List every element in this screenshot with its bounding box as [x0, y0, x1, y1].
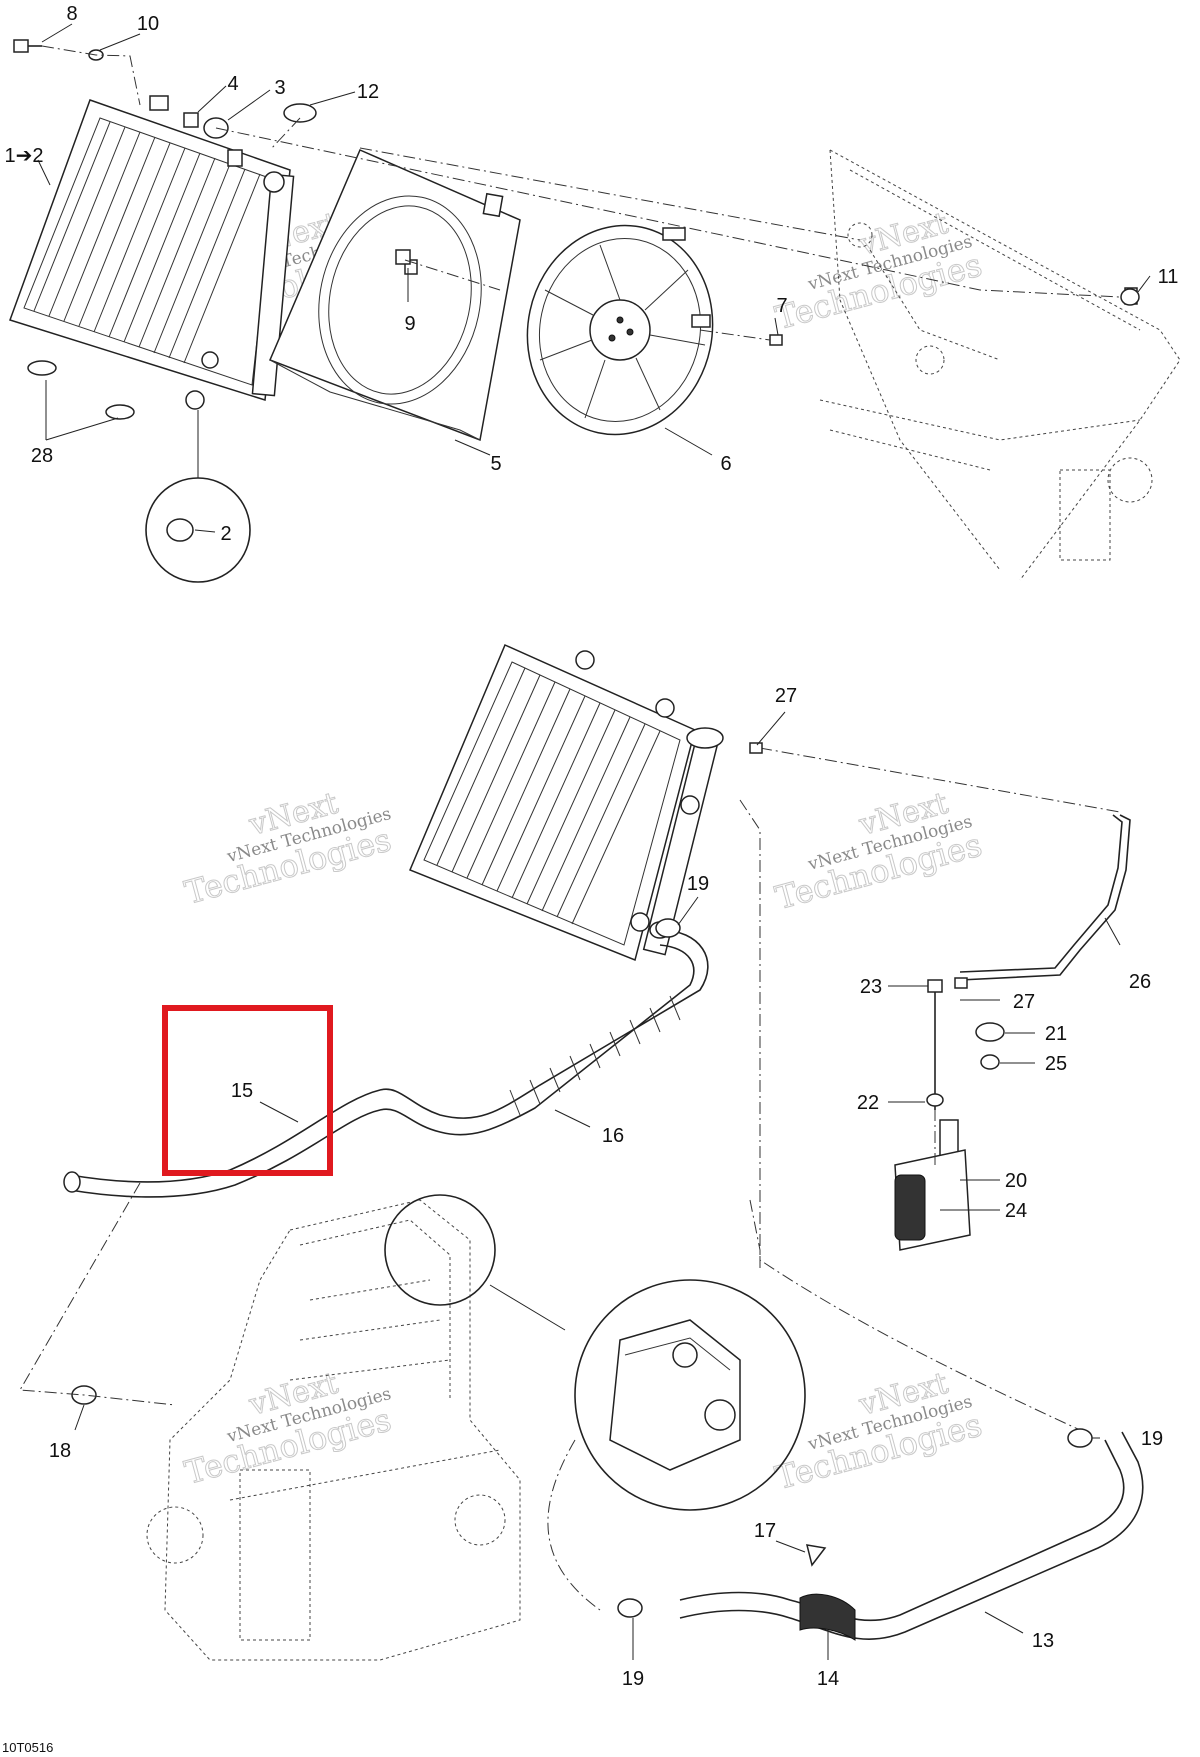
fan-shroud	[269, 149, 521, 442]
callout-leaders	[37, 23, 1151, 1660]
callout-20: 20	[1005, 1170, 1027, 1192]
callout-15: 15	[231, 1080, 253, 1102]
callout-10: 10	[137, 13, 159, 35]
callout-28: 28	[31, 445, 53, 467]
overflow-hose	[749, 742, 1131, 981]
assembly-lines-top	[41, 45, 1121, 341]
callout-11: 11	[1158, 266, 1179, 288]
callout-25: 25	[1045, 1053, 1067, 1075]
callout-1-to-2: 1➔2	[4, 145, 43, 167]
detail-circle-thermostat	[547, 1279, 806, 1611]
highlight-box	[162, 1005, 333, 1176]
callout-13: 13	[1032, 1630, 1054, 1652]
callout-7: 7	[776, 295, 787, 317]
coolant-reservoir	[894, 977, 1005, 1251]
callout-2: 2	[220, 523, 231, 545]
vehicle-frame	[819, 149, 1181, 581]
callout-27-upper: 27	[775, 685, 797, 707]
callout-26: 26	[1129, 971, 1151, 993]
lower-hose-15-16	[63, 921, 709, 1198]
callout-24: 24	[1005, 1200, 1027, 1222]
radiator-bottom	[409, 644, 724, 962]
callout-19-right: 19	[1141, 1428, 1163, 1450]
document-code: 10T0516	[2, 1740, 53, 1755]
lower-hose-13-14	[679, 1199, 1144, 1641]
callout-19-upper: 19	[687, 873, 709, 895]
callout-22: 22	[857, 1092, 879, 1114]
detail-circle-2	[145, 410, 251, 583]
engine-block	[146, 1194, 566, 1661]
callout-3: 3	[274, 77, 285, 99]
callout-23: 23	[860, 976, 882, 998]
callout-6: 6	[720, 453, 731, 475]
callout-5: 5	[490, 453, 501, 475]
callout-labels: 8 10 4 3 12 1➔2 9 7 11 28 5 6 2 27 19 23…	[4, 3, 1178, 1690]
callout-14: 14	[817, 1668, 839, 1690]
callout-19-lower: 19	[622, 1668, 644, 1690]
radiator-top	[9, 95, 295, 410]
cooling-fan	[526, 224, 714, 436]
callout-27-lower: 27	[1013, 991, 1035, 1013]
callout-12: 12	[357, 81, 379, 103]
callout-17: 17	[754, 1520, 776, 1542]
callout-18: 18	[49, 1440, 71, 1462]
callout-4: 4	[227, 73, 238, 95]
callout-21: 21	[1045, 1023, 1067, 1045]
callout-9: 9	[404, 313, 415, 335]
small-parts-top	[13, 39, 1140, 420]
callout-16: 16	[602, 1125, 624, 1147]
callout-8: 8	[66, 3, 77, 25]
